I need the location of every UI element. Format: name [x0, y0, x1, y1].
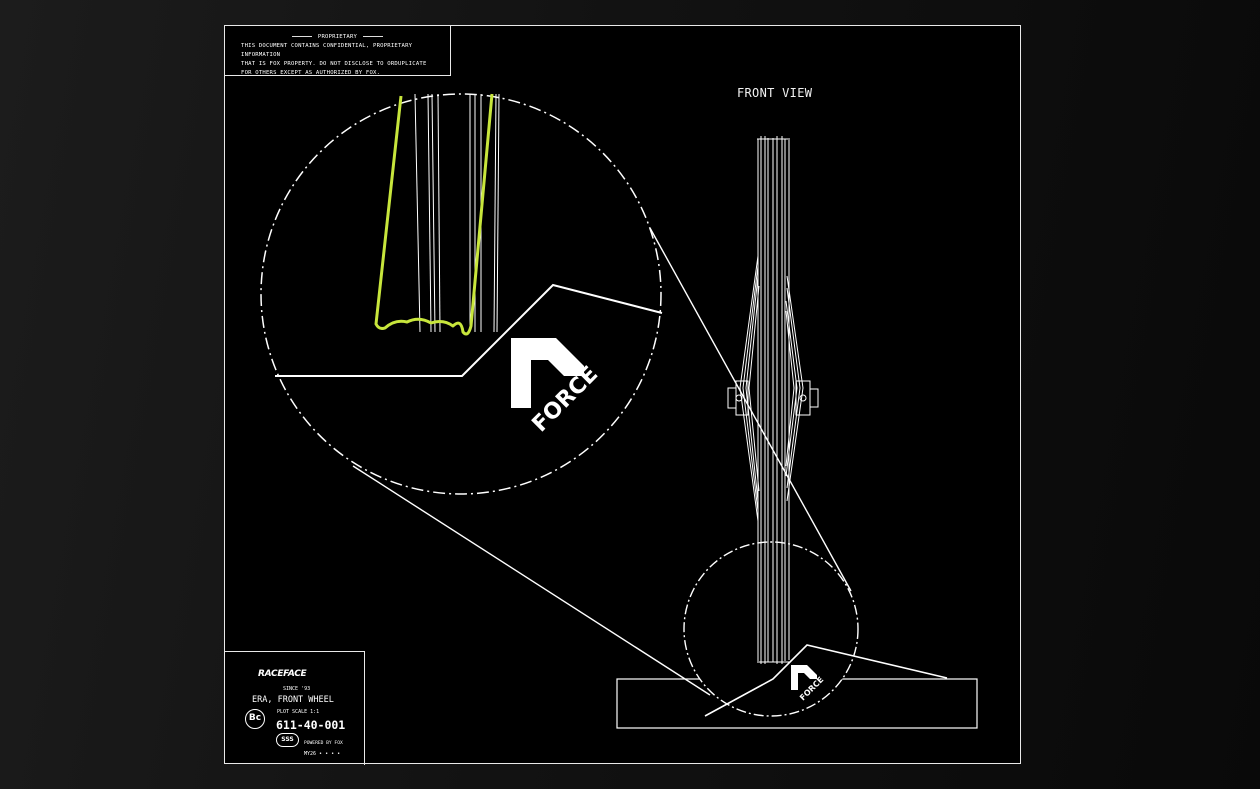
plot-scale: PLOT SCALE 1:1	[277, 709, 320, 715]
detail-tab	[275, 283, 663, 377]
callout-line-lower	[352, 465, 711, 696]
wheel-front-view	[727, 136, 819, 664]
drawing-sheet: PROPRIETARY THIS DOCUMENT CONTAINS CONFI…	[224, 25, 1021, 765]
rim-profile	[374, 93, 494, 336]
callout-line-upper	[649, 227, 852, 592]
view-title: FRONT VIEW	[737, 86, 813, 100]
proprietary-notice: PROPRIETARY THIS DOCUMENT CONTAINS CONFI…	[225, 26, 451, 76]
title-block: RACEFACE SINCE '93 ERA, FRONT WHEEL Bc P…	[225, 651, 365, 765]
wheel-drawing: FORCE FORCE	[260, 93, 978, 729]
detail-circle-large	[260, 93, 662, 495]
notice-title: PROPRIETARY	[241, 33, 450, 42]
raceface-logo: RACEFACE	[258, 669, 307, 679]
notice-line: THIS DOCUMENT CONTAINS CONFIDENTIAL, PRO…	[241, 43, 413, 58]
sss-badge-icon: SSS	[276, 733, 299, 747]
detail-circle-small	[683, 541, 859, 717]
powered-by: POWERED BY FOX	[304, 741, 343, 746]
product-name: ERA, FRONT WHEEL	[252, 695, 334, 705]
notice-line: THAT IS FOX PROPERTY. DO NOT DISCLOSE TO…	[241, 61, 427, 67]
notice-line: FOR OTHERS EXCEPT AS AUTHORIZED BY FOX.	[241, 70, 381, 76]
since-label: SINCE '93	[283, 686, 311, 692]
part-number: 611-40-001	[276, 718, 346, 732]
rim-detail	[374, 93, 500, 336]
bc-badge-icon: Bc	[245, 709, 265, 729]
model-year: MY26 • • • •	[304, 751, 341, 757]
